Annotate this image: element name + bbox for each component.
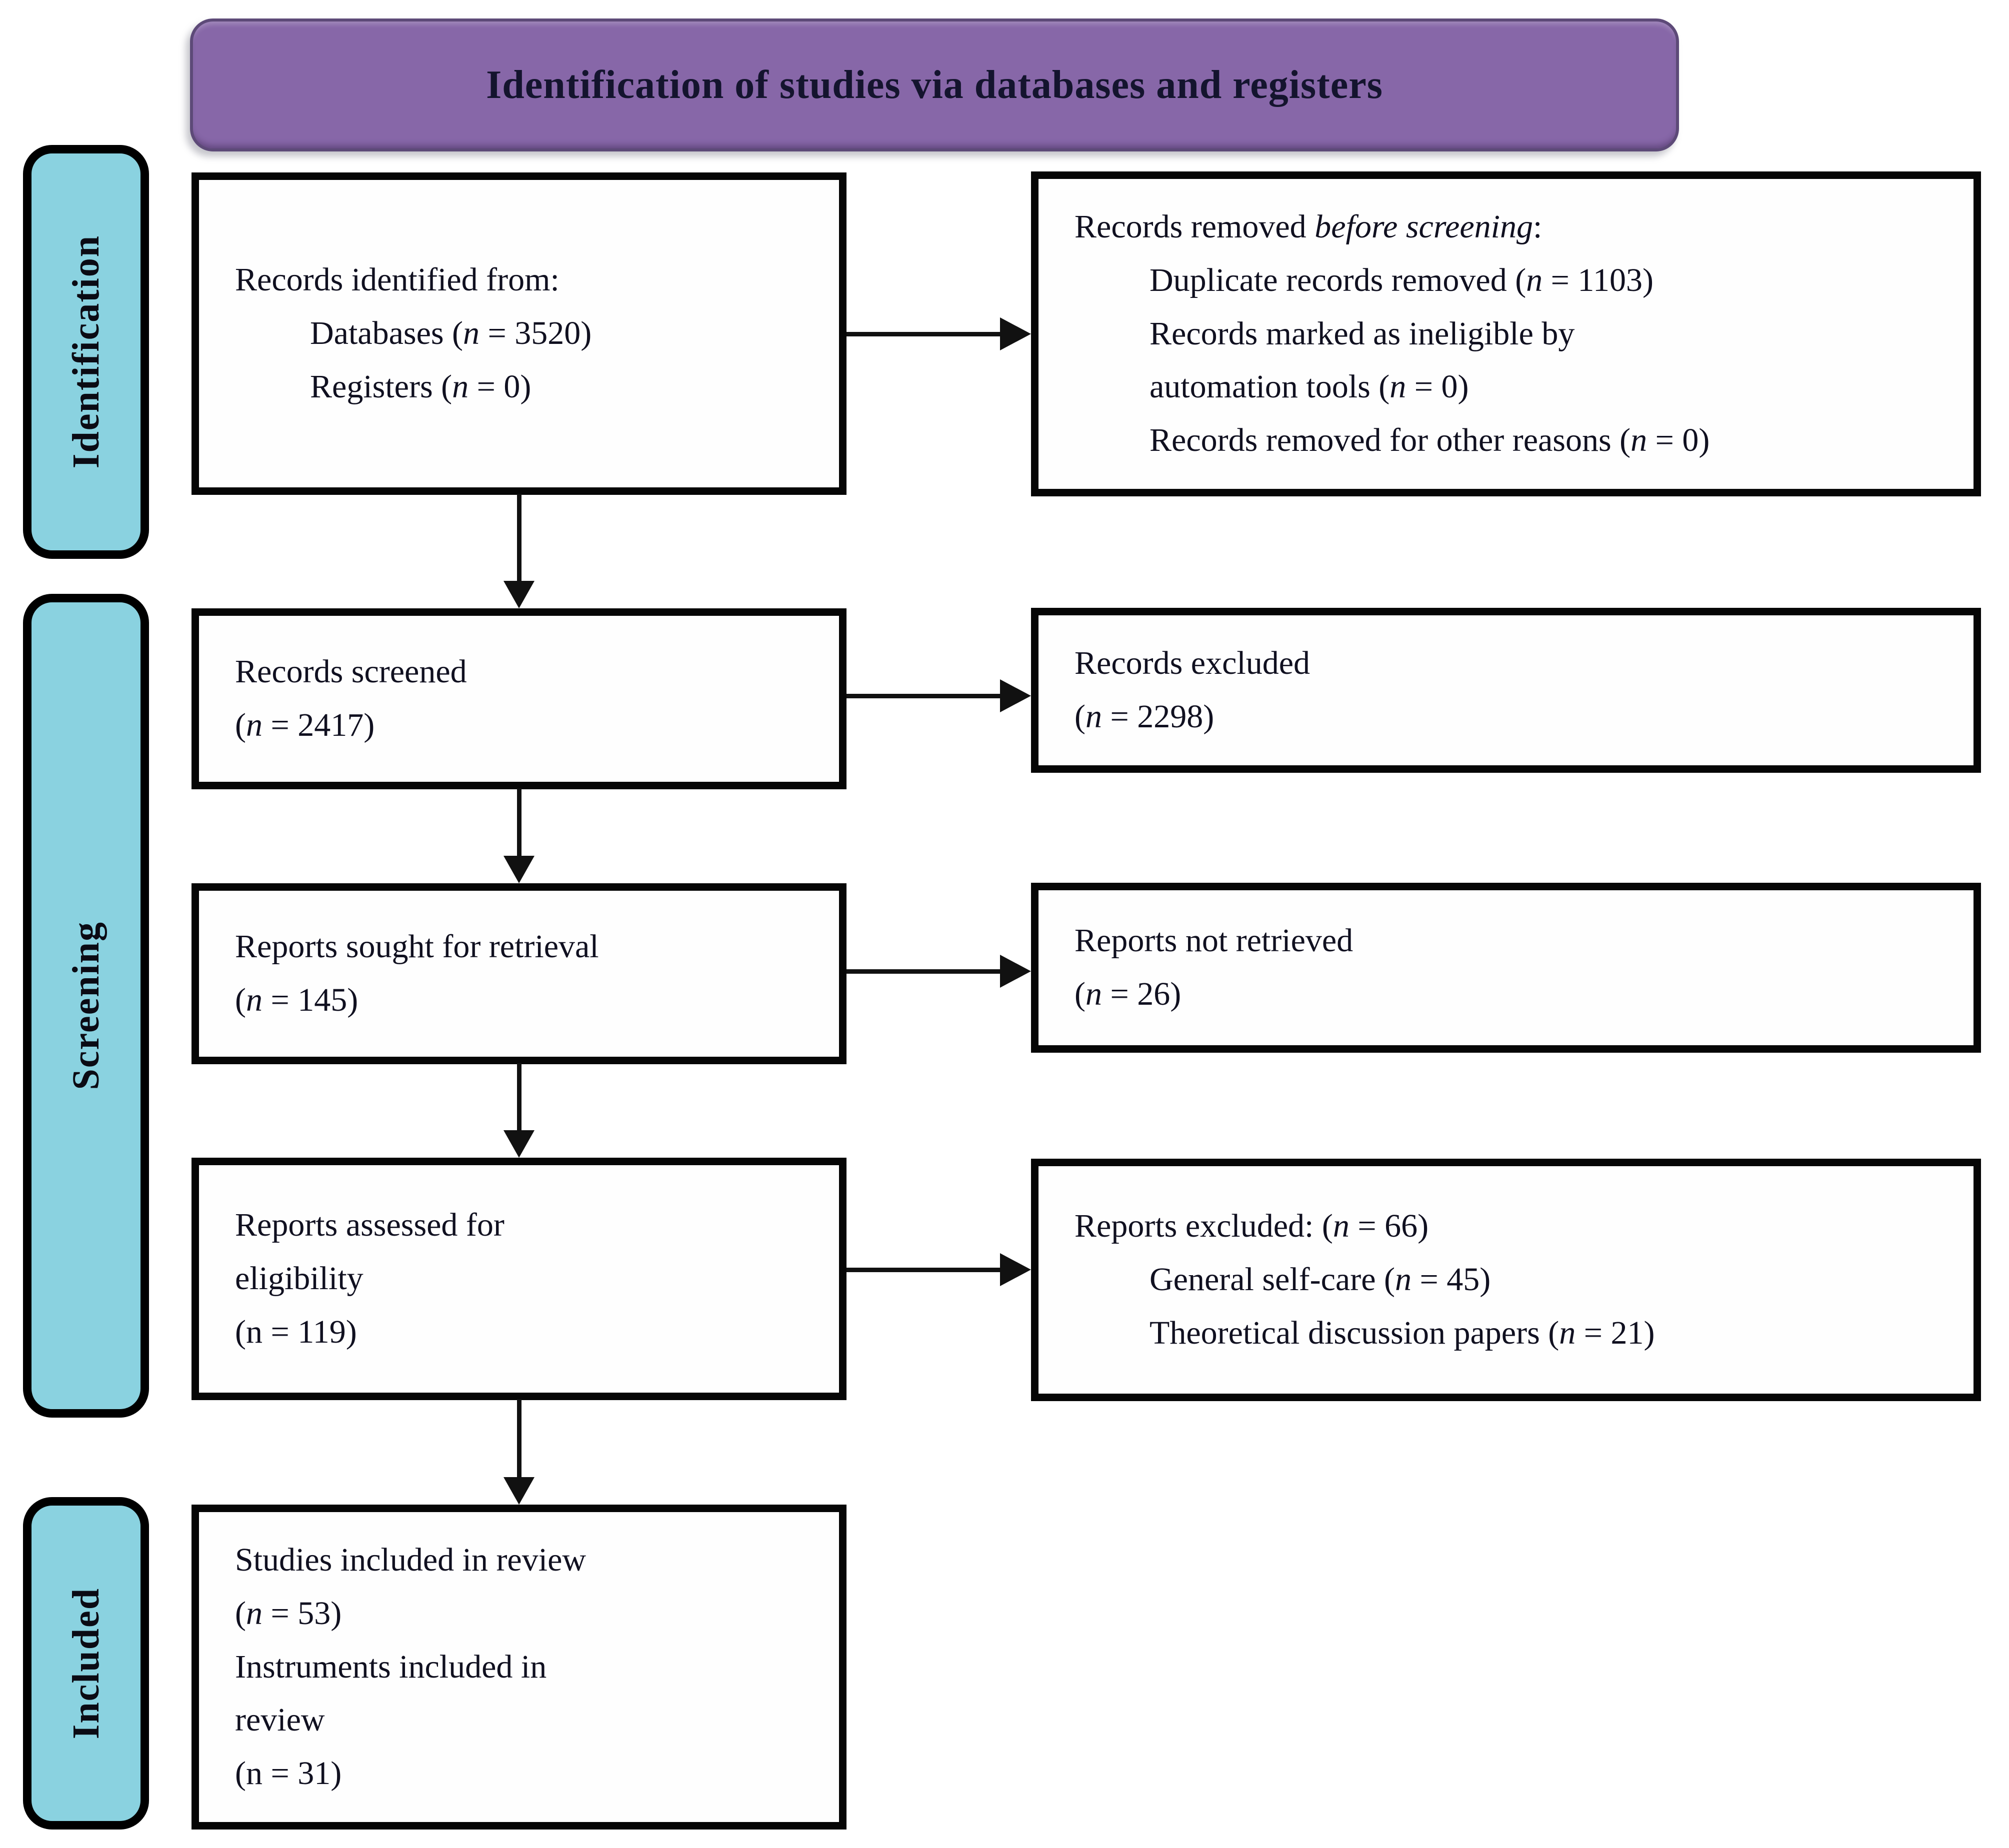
box-records-identified: Records identified from: Databases (n = 3… <box>192 172 846 495</box>
box-reports-not-retrieved: Reports not retrieved (n = 26) <box>1031 883 1981 1053</box>
box-reports-excluded: Reports excluded: (n = 66) General self-c… <box>1031 1159 1981 1401</box>
box-text-line: Studies included in review <box>235 1541 586 1578</box>
box-text-line: Duplicate records removed (n = 1103) <box>1150 261 1654 298</box>
box-text-line: Reports sought for retrieval <box>235 928 599 965</box>
box-text-line: (n = 119) <box>235 1313 357 1350</box>
stage-label-identification: Identification <box>23 145 149 559</box>
box-records-removed-before-screening: Records removed before screening: Duplica… <box>1031 171 1981 496</box>
box-reports-sought-for-retrieval: Reports sought for retrieval (n = 145) <box>192 883 846 1064</box>
arrow-down-icon <box>504 494 534 608</box>
arrow-down-icon <box>504 788 534 883</box>
box-text-line: Theoretical discussion papers (n = 21) <box>1150 1314 1655 1351</box>
box-reports-assessed-for-eligibility: Reports assessed for eligibility (n = 119) <box>192 1158 846 1400</box>
stage-label-text: Included <box>64 1587 107 1740</box>
box-text-line: Registers (n = 0) <box>310 368 532 405</box>
box-text-line: Records identified from: <box>235 261 560 298</box>
stage-label-text: Identification <box>64 235 107 469</box>
box-studies-included-in-review: Studies included in review (n = 53) Instru… <box>192 1505 846 1830</box>
arrow-right-icon <box>846 679 1031 712</box>
box-text-line: Reports not retrieved <box>1074 922 1354 959</box>
arrow-right-icon <box>846 317 1031 350</box>
box-text-line: (n = 2298) <box>1074 698 1214 735</box>
box-records-excluded: Records excluded (n = 2298) <box>1031 608 1981 773</box>
diagram-title: Identification of studies via databases … <box>486 62 1383 107</box>
box-text-line: eligibility <box>235 1260 364 1297</box>
box-text-line: Databases (n = 3520) <box>310 315 592 352</box>
box-text-line: Records excluded <box>1074 645 1310 682</box>
box-text-line: (n = 31) <box>235 1755 342 1792</box>
box-text-line: review <box>235 1702 325 1739</box>
stage-label-screening: Screening <box>23 594 149 1418</box>
box-text-line: (n = 26) <box>1074 976 1182 1012</box>
box-text-line: (n = 2417) <box>235 707 375 743</box>
box-text-line: (n = 53) <box>235 1595 342 1632</box>
arrow-right-icon <box>846 955 1031 988</box>
box-text-line: Records removed before screening: <box>1074 208 1542 245</box>
box-text-line: General self-care (n = 45) <box>1150 1261 1491 1298</box>
stage-label-included: Included <box>23 1497 149 1830</box>
box-text-line: Instruments included in <box>235 1648 547 1685</box>
arrow-right-icon <box>846 1253 1031 1286</box>
box-text-line: Reports assessed for <box>235 1207 504 1244</box>
box-text-line: Records screened <box>235 653 467 690</box>
header-banner: Identification of studies via databases … <box>190 18 1679 151</box>
box-text-line: Records removed for other reasons (n = 0… <box>1150 422 1710 459</box>
arrow-down-icon <box>504 1399 534 1505</box>
box-text-line: automation tools (n = 0) <box>1150 368 1469 405</box>
box-text-line: Reports excluded: (n = 66) <box>1074 1208 1429 1245</box>
box-text-line: (n = 145) <box>235 982 358 1018</box>
box-records-screened: Records screened (n = 2417) <box>192 608 846 789</box>
arrow-down-icon <box>504 1063 534 1158</box>
stage-label-text: Screening <box>64 921 107 1090</box>
box-text-line: Records marked as ineligible by <box>1150 315 1575 352</box>
